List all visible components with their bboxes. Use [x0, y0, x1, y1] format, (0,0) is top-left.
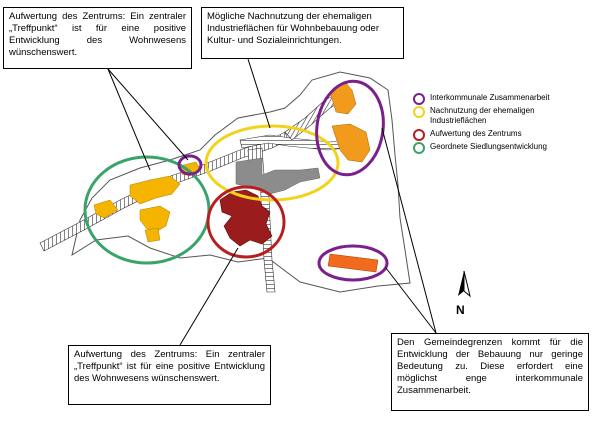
legend-label: Aufwertung des Zentrums: [430, 129, 522, 138]
legend-item-settlement: Geordnete Siedlungsentwicklung: [413, 142, 593, 154]
circle-purple-icon: [413, 93, 425, 105]
circle-purple-southeast: [317, 244, 389, 282]
leader-line: [179, 247, 239, 346]
circle-purple-small: [177, 154, 203, 176]
settlement-southeast-strip: [327, 253, 379, 273]
legend-item-intermunicipal: Interkommunale Zusammenarbeit: [413, 93, 593, 105]
legend-label: Interkommunale Zusammenarbeit: [430, 93, 550, 102]
centre-area: [219, 189, 273, 247]
legend-label: Geordnete Siedlungsentwicklung: [430, 142, 547, 151]
callout-industrial-reuse: Mögliche Nachnutzung der ehemaligen Indu…: [201, 7, 404, 59]
legend: Interkommunale Zusammenarbeit Nachnutzun…: [413, 93, 593, 155]
callout-intermunicipal-cooperation: Den Gemeindegrenzen kommt für die Entwic…: [391, 333, 589, 411]
callout-centre-upgrade-bottom: Aufwertung des Zentrums: Ein zentraler „…: [68, 345, 271, 405]
circle-red-centre: [206, 185, 286, 259]
leader-line: [247, 58, 271, 129]
north-label: N: [456, 303, 465, 317]
leader-line: [381, 127, 437, 334]
circle-purple-northeast: [315, 79, 385, 177]
callout-centre-upgrade-top: Aufwertung des Zentrums: Ein zentraler „…: [3, 7, 192, 69]
settlement-west-1: [93, 199, 119, 219]
circle-green-icon: [413, 142, 425, 154]
leader-line: [107, 68, 151, 171]
legend-label: Nachnutzung der ehemaligen Industriefläc…: [430, 106, 535, 125]
settlement-west-3: [139, 205, 171, 233]
legend-item-centre: Aufwertung des Zentrums: [413, 129, 593, 141]
circle-red-icon: [413, 129, 425, 141]
legend-item-industry-reuse: Nachnutzung der ehemaligen Industriefläc…: [413, 106, 593, 126]
leader-line: [107, 68, 189, 161]
north-arrow-icon: [458, 270, 471, 298]
circle-yellow-industry: [204, 124, 340, 202]
settlement-west-5: [144, 227, 161, 243]
settlement-northeast-2: [331, 123, 371, 163]
circle-yellow-icon: [413, 106, 425, 118]
leader-line: [385, 267, 437, 334]
settlement-west-2: [129, 175, 181, 205]
